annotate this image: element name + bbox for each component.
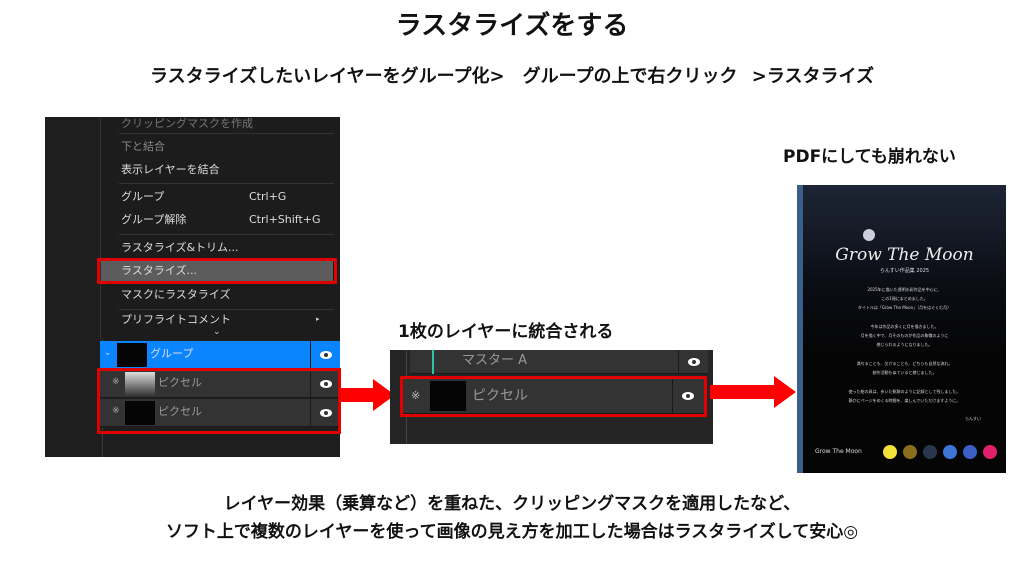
menu-item-clipping-mask[interactable]: クリッピングマスクを作成 xyxy=(121,117,253,130)
color-dot xyxy=(903,445,917,459)
bottom-text-line2: ソフト上で複数のレイヤーを使って画像の見え方を加工した場合はラスタライズして安心… xyxy=(165,522,859,542)
menu-item-merge-visible[interactable]: 表示レイヤーを結合 xyxy=(121,163,220,176)
pdf-line: 静かにページをめくる時間を、楽しんでいただけますように。 xyxy=(848,398,961,403)
right-label: PDFにしても崩れない xyxy=(783,147,956,167)
pdf-line: 2025年に描いた透明水彩作品を中心に、 xyxy=(867,287,942,292)
pdf-line: 感じられるようになりました。 xyxy=(876,342,933,347)
highlight-box xyxy=(400,376,707,417)
pdf-line: 満ちることも、欠けることも、どちらも自然な流れ。 xyxy=(856,361,953,366)
pixel-layer-icon: ※ xyxy=(112,406,120,416)
eye-icon[interactable] xyxy=(672,378,702,414)
layer-name: ピクセル xyxy=(158,405,202,418)
menu-item-group[interactable]: グループ xyxy=(121,190,165,203)
pdf-subtitle: らんすい作品集 2025 xyxy=(879,268,930,274)
layer-pixel-row[interactable]: ※ ピクセル xyxy=(100,399,340,427)
menu-item-rasterize-to-mask[interactable]: マスクにラスタライズ xyxy=(121,288,231,301)
shortcut-ungroup: Ctrl+Shift+G xyxy=(249,213,321,226)
submenu-arrow-icon: ▸ xyxy=(316,315,320,323)
context-menu: クリッピングマスクを作成 下と結合 表示レイヤーを結合 グループ Ctrl+G … xyxy=(97,117,338,339)
chevron-down-icon[interactable]: ⌄ xyxy=(213,327,221,337)
layer-name: ピクセル xyxy=(158,376,202,389)
layer-thumbnail xyxy=(125,401,155,425)
menu-item-rasterize[interactable]: ラスタライズ... xyxy=(121,264,197,277)
highlight-box xyxy=(97,258,337,284)
pdf-line: 創作活動も似ていると感じました。 xyxy=(872,370,937,375)
layer-thumbnail xyxy=(430,381,466,411)
color-dot xyxy=(923,445,937,459)
pdf-line: 使った絵の具は、歩いた軌跡のように記録として残しました。 xyxy=(848,389,961,394)
pdf-line: 今年は作品の多くに月を描きました。 xyxy=(870,324,939,329)
menu-highlight xyxy=(101,261,333,281)
layer-thumbnail xyxy=(117,343,147,367)
arrow-right-icon xyxy=(373,379,395,411)
pdf-line: タイトルは「Grow The Moon」（月をはぐくむ月） xyxy=(857,305,952,310)
layer-master-row[interactable]: マスター A xyxy=(410,350,708,374)
pdf-title: Grow The Moon xyxy=(835,245,974,265)
layers-panel-after: マスター A ※ ピクセル xyxy=(390,350,713,444)
eye-icon[interactable] xyxy=(310,399,340,427)
subtitle: ラスタライズしたいレイヤーをグループ化> グループの上で右クリック >ラスタライ… xyxy=(150,66,874,87)
pdf-line: この1冊にまとめました。 xyxy=(881,296,928,301)
eye-icon[interactable] xyxy=(310,341,340,369)
pdf-footer: Grow The Moon xyxy=(815,448,862,455)
menu-item-preflight[interactable]: プリフライトコメント xyxy=(121,313,231,326)
layer-pixel-row[interactable]: ※ ピクセル xyxy=(402,378,704,414)
layer-name: ピクセル xyxy=(472,388,528,404)
layer-name: マスター A xyxy=(462,353,528,368)
menu-item-merge-down[interactable]: 下と結合 xyxy=(121,140,165,153)
menu-item-rasterize-trim[interactable]: ラスタライズ&トリム... xyxy=(121,241,239,254)
bottom-text-line1: レイヤー効果（乗算など）を重ねた、クリッピングマスクを適用したなど、 xyxy=(223,494,801,514)
pdf-signature: らんすい xyxy=(965,416,981,421)
expand-icon[interactable]: ⌄ xyxy=(104,348,112,358)
arrow-shaft xyxy=(710,385,776,399)
layer-name: グループ xyxy=(150,347,194,360)
pdf-preview: Grow The Moon らんすい作品集 2025 2025年に描いた透明水彩… xyxy=(797,185,1006,473)
eye-icon[interactable] xyxy=(678,350,708,374)
pdf-line: 月を描く中で、月そのものが作品の象徴のように xyxy=(860,333,949,338)
middle-label: 1枚のレイヤーに統合される xyxy=(398,322,614,342)
shortcut-group: Ctrl+G xyxy=(249,190,287,203)
highlight-box xyxy=(97,368,341,434)
color-dot xyxy=(883,445,897,459)
color-dot xyxy=(963,445,977,459)
color-dot xyxy=(943,445,957,459)
moon-icon xyxy=(863,229,875,241)
layer-thumbnail xyxy=(125,372,155,396)
pixel-layer-icon: ※ xyxy=(411,389,421,402)
layer-pixel-row[interactable]: ※ ピクセル xyxy=(100,370,340,398)
arrow-right-icon xyxy=(774,376,796,408)
color-dot xyxy=(983,445,997,459)
pixel-layer-icon: ※ xyxy=(112,377,120,387)
eye-icon[interactable] xyxy=(310,370,340,398)
layer-group-row[interactable]: ⌄ グループ xyxy=(100,341,340,369)
arrow-shaft xyxy=(341,388,375,402)
menu-item-ungroup[interactable]: グループ解除 xyxy=(121,213,187,226)
page-title: ラスタライズをする xyxy=(395,11,629,41)
